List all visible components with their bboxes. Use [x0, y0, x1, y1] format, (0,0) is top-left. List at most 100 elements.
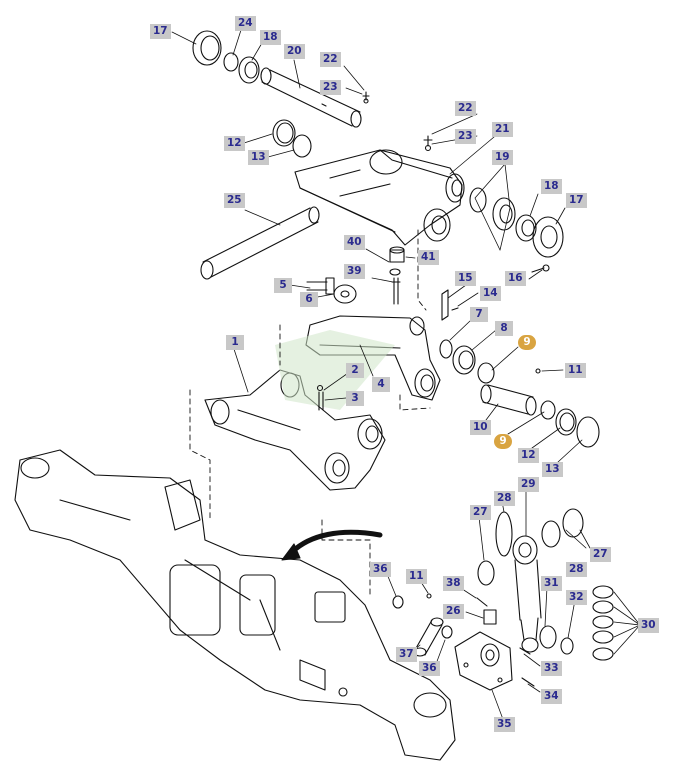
bearing-part-18 [238, 56, 260, 84]
pin-part-10 [480, 384, 537, 416]
seal-part-9a [477, 362, 495, 384]
callout-7[interactable]: 7 [470, 307, 488, 322]
callout-3[interactable]: 3 [346, 391, 364, 406]
leader-lines [171, 29, 641, 723]
callout-36[interactable]: 36 [370, 562, 391, 577]
pin-part-33 [519, 647, 531, 655]
callout-36[interactable]: 36 [419, 661, 440, 676]
callout-33[interactable]: 33 [541, 661, 562, 676]
bolt-part-5 [306, 277, 335, 295]
bushing-part-41 [389, 246, 405, 263]
pivot-pin-part-20 [260, 67, 362, 128]
callout-23[interactable]: 23 [320, 80, 341, 95]
cylinder-part-29 [512, 535, 542, 653]
callout-2[interactable]: 2 [346, 363, 364, 378]
callout-17[interactable]: 17 [150, 24, 171, 39]
callout-38[interactable]: 38 [443, 576, 464, 591]
callout-22[interactable]: 22 [455, 101, 476, 116]
callout-27[interactable]: 27 [470, 505, 491, 520]
callout-6[interactable]: 6 [300, 292, 318, 307]
plate-part-15 [441, 289, 449, 321]
bolt-part-16 [531, 264, 550, 273]
callout-37[interactable]: 37 [396, 647, 417, 662]
callout-18[interactable]: 18 [541, 179, 562, 194]
direction-arrow [281, 529, 383, 561]
callout-11[interactable]: 11 [565, 363, 586, 378]
o-ring-part-24 [223, 52, 239, 72]
callout-30[interactable]: 30 [638, 618, 659, 633]
callout-10[interactable]: 10 [470, 420, 491, 435]
ring-part-36b [441, 625, 453, 639]
o-ring-part-28a [495, 511, 513, 557]
callout-29[interactable]: 29 [518, 477, 539, 492]
bearing-part-18b [492, 197, 537, 242]
callout-40[interactable]: 40 [344, 235, 365, 250]
callout-39[interactable]: 39 [344, 264, 365, 279]
bolt-part-38 [476, 597, 488, 607]
pin-part-25 [200, 206, 320, 280]
clip-part-26 [483, 609, 497, 625]
callout-32[interactable]: 32 [566, 590, 587, 605]
callout-24[interactable]: 24 [235, 16, 256, 31]
o-ring-part-28b [541, 520, 561, 548]
seal-part-9b [540, 400, 556, 420]
o-ring-part-13a [292, 134, 312, 158]
callout-15[interactable]: 15 [455, 271, 476, 286]
callout-25[interactable]: 25 [224, 193, 245, 208]
bushing-part-8 [452, 345, 476, 375]
callout-1[interactable]: 1 [226, 335, 244, 350]
seal-ring-part-17 [192, 30, 222, 66]
callout-5[interactable]: 5 [274, 278, 292, 293]
callout-12[interactable]: 12 [224, 136, 245, 151]
callout-21[interactable]: 21 [492, 122, 513, 137]
bolt-part-14 [451, 307, 459, 311]
callout-14[interactable]: 14 [480, 286, 501, 301]
callout-8[interactable]: 8 [495, 321, 513, 336]
pin-part-2 [318, 391, 324, 411]
callout-27[interactable]: 27 [590, 547, 611, 562]
callout-26[interactable]: 26 [443, 604, 464, 619]
bushing-part-31 [539, 625, 557, 649]
callout-11[interactable]: 11 [406, 569, 427, 584]
o-ring-part-13b [576, 416, 600, 448]
bolt-part-34 [521, 677, 535, 687]
axle-housing-part-21 [294, 149, 465, 246]
callout-20[interactable]: 20 [284, 44, 305, 59]
bolt-part-11a [535, 368, 541, 374]
callout-31[interactable]: 31 [541, 576, 562, 591]
o-ring-part-19 [469, 187, 487, 213]
o-ring-part-27a [477, 560, 495, 586]
callout-34[interactable]: 34 [541, 689, 562, 704]
callout-19[interactable]: 19 [492, 150, 513, 165]
o-ring-part-12b [555, 408, 577, 436]
callout-28[interactable]: 28 [494, 491, 515, 506]
o-ring-part-7 [439, 339, 453, 359]
callout-13[interactable]: 13 [542, 462, 563, 477]
callout-16[interactable]: 16 [505, 271, 526, 286]
o-ring-part-27b [562, 508, 584, 538]
flange-part-17b [532, 216, 564, 258]
washer-part-6 [333, 284, 357, 304]
callout-41[interactable]: 41 [418, 250, 439, 265]
guard-plate [275, 330, 395, 410]
o-rings-part-30 [592, 585, 614, 661]
ring-part-32 [560, 637, 574, 655]
callout-18[interactable]: 18 [260, 30, 281, 45]
callout-9[interactable]: 9 [494, 434, 512, 449]
bolt-part-11b [426, 593, 432, 599]
axle-casing [14, 449, 456, 761]
o-ring-part-12a [272, 119, 296, 147]
callout-23[interactable]: 23 [455, 129, 476, 144]
grease-nipple-part-23a [362, 91, 370, 104]
callout-22[interactable]: 22 [320, 52, 341, 67]
bracket-part-35 [454, 631, 513, 691]
ring-part-36a [392, 595, 404, 609]
callout-4[interactable]: 4 [372, 377, 390, 392]
callout-17[interactable]: 17 [566, 193, 587, 208]
callout-12[interactable]: 12 [518, 448, 539, 463]
callout-9[interactable]: 9 [518, 335, 536, 350]
callout-28[interactable]: 28 [566, 562, 587, 577]
callout-13[interactable]: 13 [248, 150, 269, 165]
callout-35[interactable]: 35 [494, 717, 515, 732]
grease-nipple-part-23b [423, 135, 433, 152]
